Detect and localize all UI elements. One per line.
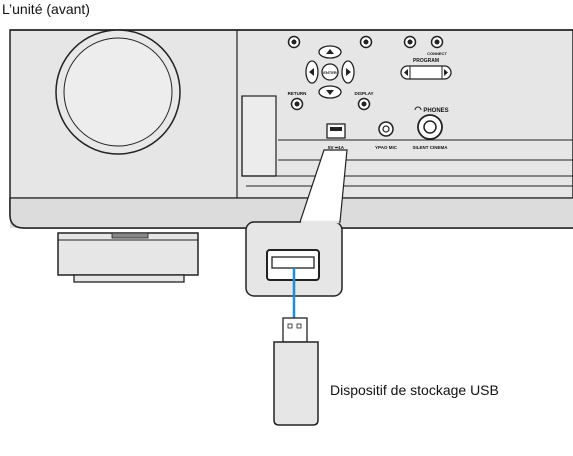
diagram-title: L’unité (avant) bbox=[2, 1, 90, 17]
small-button bbox=[359, 35, 373, 49]
display-button bbox=[357, 97, 371, 111]
ypao-mic-jack: YPAO MIC bbox=[375, 121, 398, 150]
usb-device-caption: Dispositif de stockage USB bbox=[330, 382, 499, 398]
enter-label: ENTER bbox=[323, 70, 337, 75]
usb-callout bbox=[245, 149, 348, 297]
program-label: PROGRAM bbox=[413, 58, 439, 64]
display-label: DISPLAY bbox=[354, 91, 373, 96]
usb-storage-device bbox=[273, 317, 319, 426]
headphones-icon bbox=[414, 106, 422, 111]
small-button bbox=[430, 35, 444, 49]
front-flap-panel bbox=[236, 30, 573, 198]
small-button bbox=[287, 35, 301, 49]
phones-jack: PHONES SILENT CINEMA bbox=[412, 106, 449, 150]
small-button bbox=[403, 35, 417, 49]
panel-buttons bbox=[287, 35, 444, 111]
cursor-pad: ENTER bbox=[305, 45, 355, 99]
silent-cinema-label: SILENT CINEMA bbox=[412, 145, 448, 150]
usb-stick-body bbox=[273, 341, 319, 426]
receiver-foot bbox=[57, 232, 199, 283]
ypao-mic-label: YPAO MIC bbox=[375, 145, 398, 150]
program-selector: PROGRAM bbox=[400, 58, 452, 80]
return-label: RETURN bbox=[288, 91, 307, 96]
front-usb-port: 5V ⎓1A bbox=[326, 123, 346, 150]
return-button bbox=[290, 97, 304, 111]
enter-button bbox=[321, 63, 339, 81]
usb-rating-label: 5V ⎓1A bbox=[328, 145, 345, 150]
volume-knob bbox=[55, 29, 181, 155]
connect-label: CONNECT bbox=[427, 51, 447, 56]
usb-plug bbox=[282, 317, 308, 343]
phones-label: PHONES bbox=[423, 108, 448, 114]
